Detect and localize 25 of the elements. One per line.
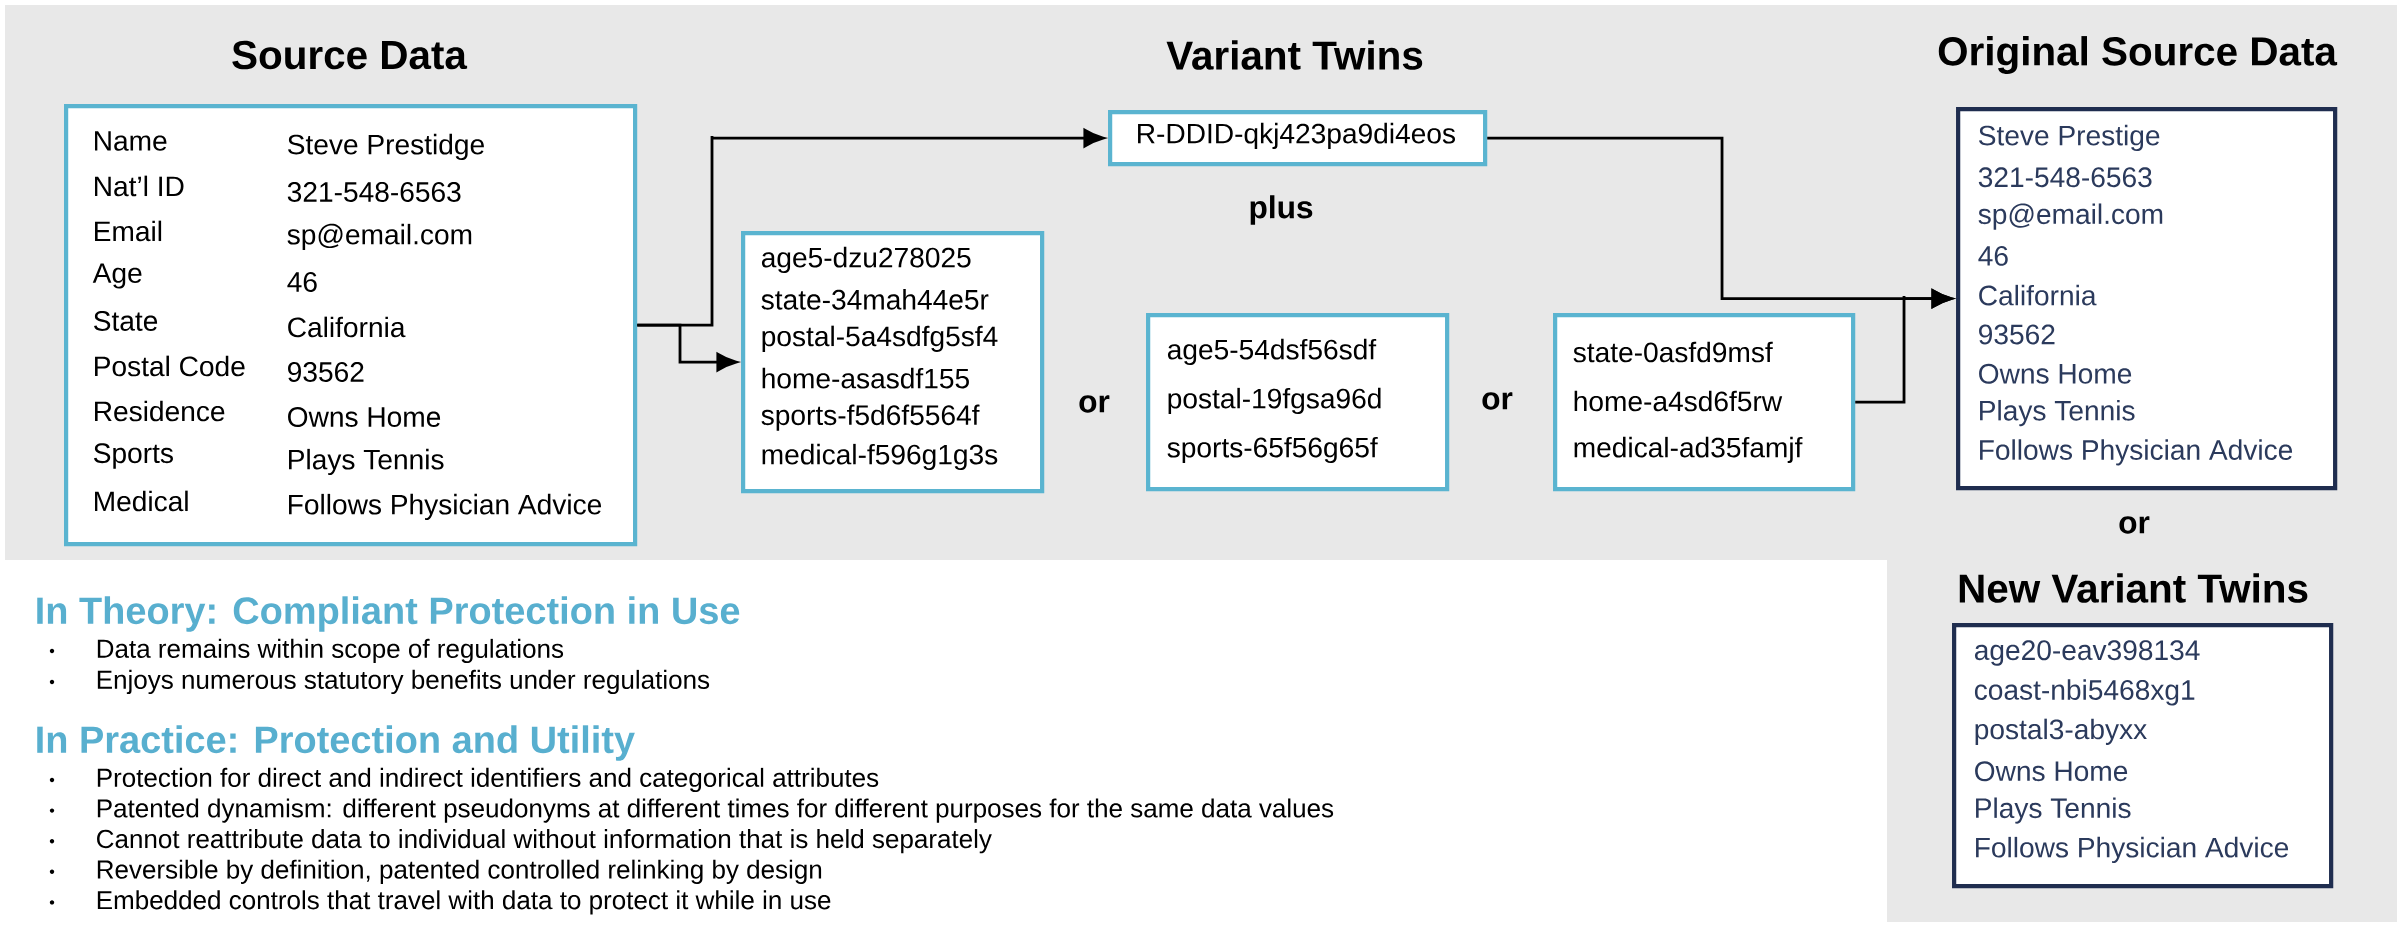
record-table: Name Steve Prestidge Nat’l ID 321-548-6563 Email sp@email.com Age 46 State California Postal Code 93562 Residence Owns Home Sports Plays Tennis Medical Follows Physician Advice <box>64 104 638 547</box>
record-box: Steve Prestige 321-548-6563 sp@email.com 46 California 93562 Owns Home Plays Tennis Follows Physician Advice <box>1956 107 2338 491</box>
section-heading: In Theory: Compliant Protection in Use <box>37 596 740 632</box>
section-heading: Variant Twins <box>1166 40 1423 70</box>
box-heading: Original Source Data <box>1938 36 2338 74</box>
bullet-text: Patented dynamism: different pseudonyms at different times for different purposes for the same data values <box>97 798 1334 823</box>
token-box: age5-54dsf56sdf postal-19fgsa96d sports-65f56g65f <box>1146 313 1450 492</box>
box-heading: New Variant Twins <box>1959 573 2308 603</box>
arrow <box>637 323 738 372</box>
bullet-text: Protection for direct and indirect identifiers and categorical attributes <box>97 767 879 793</box>
token-box: state-0asfd9msf home-a4sd6f5rw medical-ad35famjf <box>1553 313 1856 492</box>
connector-word: or <box>1482 392 1513 410</box>
connector-word: or <box>2119 516 2150 534</box>
connector-word: plus <box>1250 195 1313 225</box>
token-box: R-DDID-qkj423pa9di4eos <box>1108 110 1488 167</box>
bullet-text: Data remains within scope of regulations <box>97 638 564 664</box>
box-heading: Source Data <box>232 40 468 70</box>
bullet-text: Cannot reattribute data to individual without information that is held separately <box>97 829 992 854</box>
section-heading: In Practice: Protection and Utility <box>37 725 635 761</box>
bullet-text: Embedded controls that travel with data to protect it while in use <box>97 890 831 915</box>
bullet-text: Reversible by definition, patented controlled relinking by design <box>97 859 822 884</box>
token-box: age20-eav398134 coast-nbi5468xg1 postal3-abyxx Owns Home Plays Tennis Follows Physician Advice <box>1952 623 2334 889</box>
connector-word: or <box>1079 395 1110 413</box>
bullet-text: Enjoys numerous statutory benefits under regulations <box>97 669 710 695</box>
token-box: age5-dzu278025 state-34mah44e5r postal-5a4sdfg5sf4 home-asasdf155 sports-f5d6f5564f medical-f596g1g3s <box>741 231 1045 494</box>
